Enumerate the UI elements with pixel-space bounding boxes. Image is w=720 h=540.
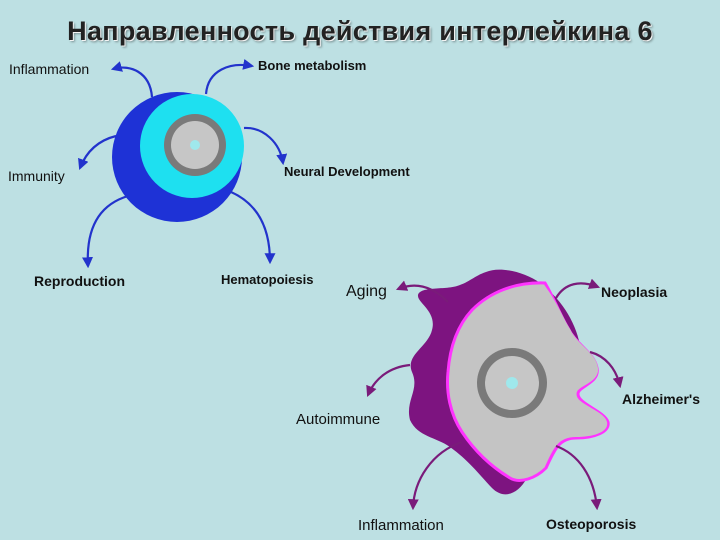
arrow-to-immunity	[78, 134, 117, 171]
label-reproduction: Reproduction	[34, 273, 125, 289]
arrow-to-alzheimers	[589, 350, 624, 389]
bottom-arrows	[366, 278, 624, 511]
label-inflammation-top: Inflammation	[9, 61, 89, 77]
bottom-cell	[408, 269, 610, 495]
top-cell	[112, 92, 244, 222]
bottom-cell-nucleus	[506, 377, 518, 389]
arrow-to-bone-metabolism	[204, 59, 255, 95]
slide-title: Направленность действия интерлейкина 6	[67, 16, 653, 46]
label-aging: Aging	[346, 283, 387, 300]
label-neural-development: Neural Development	[284, 164, 410, 179]
label-bone-metabolism: Bone metabolism	[258, 58, 366, 73]
label-hematopoiesis: Hematopoiesis	[221, 272, 313, 287]
label-osteoporosis: Osteoporosis	[546, 516, 636, 532]
arrow-to-neoplasia	[555, 278, 601, 299]
arrow-to-osteoporosis	[555, 444, 602, 511]
label-alzheimers: Alzheimer's	[622, 391, 700, 407]
arrow-to-neural-development	[243, 126, 288, 166]
label-autoimmune: Autoimmune	[296, 411, 380, 428]
bottom-cell-body-right	[544, 286, 608, 466]
arrow-to-inflammation-bottom	[407, 440, 463, 511]
label-immunity: Immunity	[8, 168, 65, 184]
arrow-to-hematopoiesis	[230, 190, 276, 265]
top-cell-nucleus	[190, 140, 200, 150]
top-labels: Inflammation Bone metabolism Immunity Ne…	[8, 58, 410, 289]
label-neoplasia: Neoplasia	[601, 284, 667, 300]
arrow-to-autoimmune	[366, 363, 411, 398]
bottom-labels: Aging Neoplasia Autoimmune Alzheimer's I…	[296, 283, 700, 534]
arrow-to-inflammation	[110, 61, 154, 98]
arrow-to-reproduction	[82, 194, 129, 269]
arrow-to-aging	[395, 280, 449, 303]
label-inflammation-bottom: Inflammation	[358, 517, 444, 534]
top-arrows	[78, 59, 288, 269]
